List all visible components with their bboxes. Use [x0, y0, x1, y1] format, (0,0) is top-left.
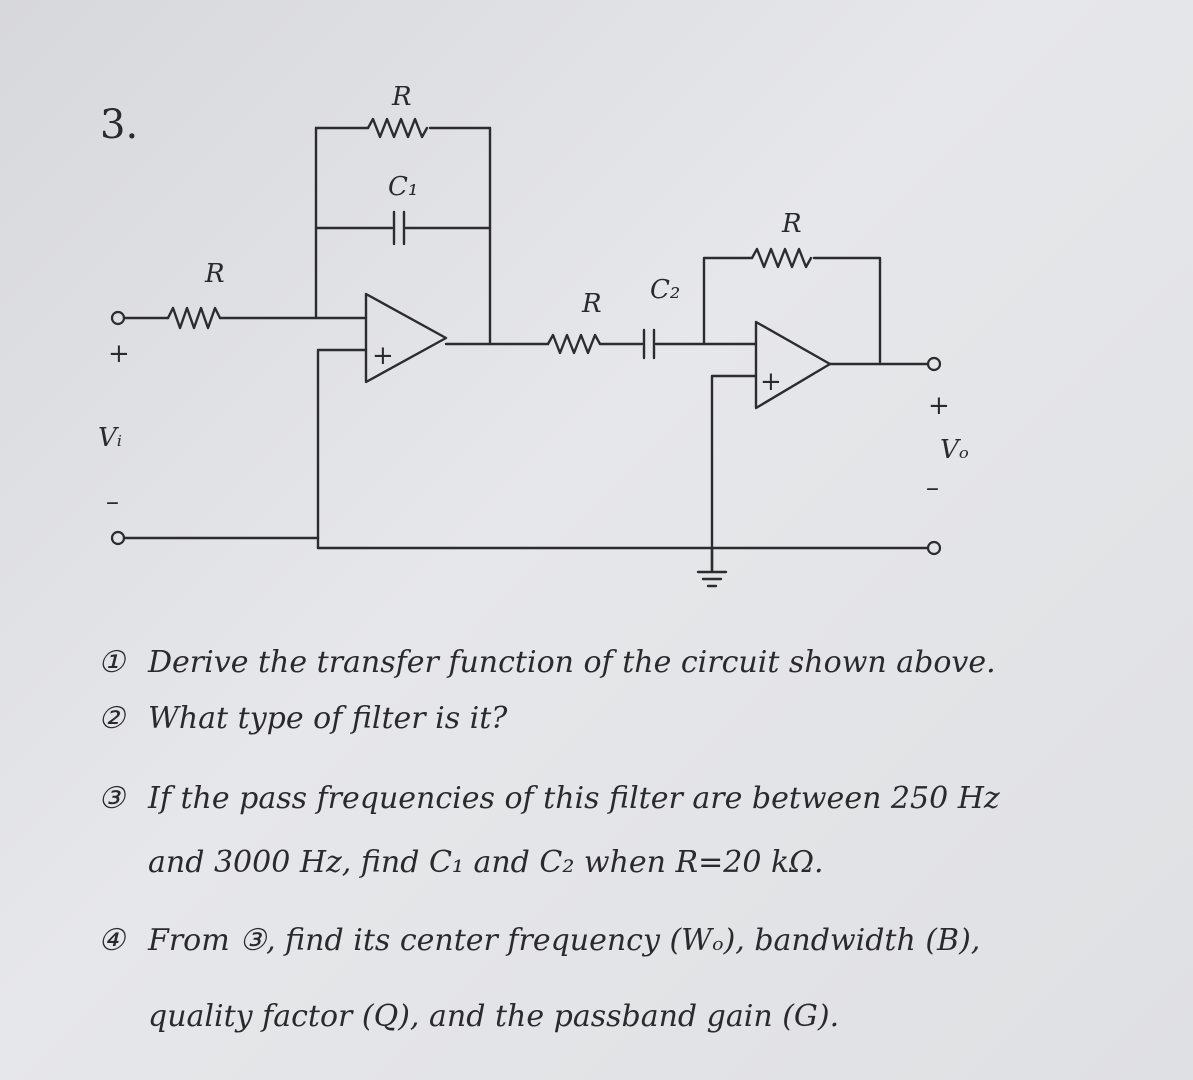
label-c1: C₁	[388, 172, 418, 202]
label-c2: C₂	[650, 275, 680, 305]
resistor-r-feedback-2	[750, 247, 813, 269]
question-4-text-line2: quality factor (Q), and the passband gai…	[148, 999, 839, 1034]
label-vo-plus: +	[928, 391, 950, 421]
capacitor-c1	[392, 210, 406, 246]
problem-number: 3.	[100, 102, 138, 148]
label-vi-plus: +	[108, 339, 130, 369]
capacitor-c2	[642, 328, 656, 360]
output-terminal-plus	[926, 356, 942, 372]
label-vo: Vₒ	[940, 435, 969, 465]
output-terminal-minus	[926, 540, 942, 556]
label-vi-minus: –	[106, 487, 119, 517]
question-4-marker: ④	[98, 923, 127, 958]
question-4-text: From ③, find its center frequency (Wₒ), …	[147, 923, 980, 958]
question-3-text-line2: and 3000 Hz, find C₁ and C₂ when R=20 kΩ…	[148, 845, 824, 880]
label-r-feedback-2: R	[781, 209, 802, 239]
question-list: ① Derive the transfer function of the ci…	[98, 645, 1000, 1034]
resistor-r-stage2	[546, 333, 602, 355]
question-1-text: Derive the transfer function of the circ…	[147, 645, 996, 680]
label-opamp-plus-1: +	[372, 341, 394, 371]
question-2-marker: ②	[98, 701, 127, 736]
ground-rail	[122, 536, 930, 550]
label-r-stage2: R	[581, 289, 602, 319]
input-terminal-plus	[110, 310, 126, 326]
label-opamp-plus-2: +	[760, 367, 782, 397]
question-3-text: If the pass frequencies of this filter a…	[147, 781, 1000, 816]
feedback-wire-r2-right	[812, 256, 882, 364]
resistor-r-feedback-1	[366, 117, 429, 139]
feedback-node-left-2	[702, 256, 754, 346]
op-amp-2	[754, 320, 832, 410]
op-amp-1	[364, 292, 448, 384]
label-vo-minus: –	[926, 473, 939, 503]
question-3-marker: ③	[98, 781, 127, 816]
noninverting-wire-1	[316, 348, 368, 540]
label-vi: Vᵢ	[98, 423, 122, 453]
label-r-feedback-1: R	[391, 82, 412, 112]
ground-symbol	[696, 546, 728, 588]
question-2-text: What type of filter is it?	[148, 701, 508, 736]
noninverting-wire-2	[710, 374, 758, 572]
input-terminal-minus	[110, 530, 126, 546]
question-1-marker: ①	[98, 645, 127, 680]
resistor-r-input	[166, 306, 222, 330]
label-r-input: R	[204, 259, 225, 289]
